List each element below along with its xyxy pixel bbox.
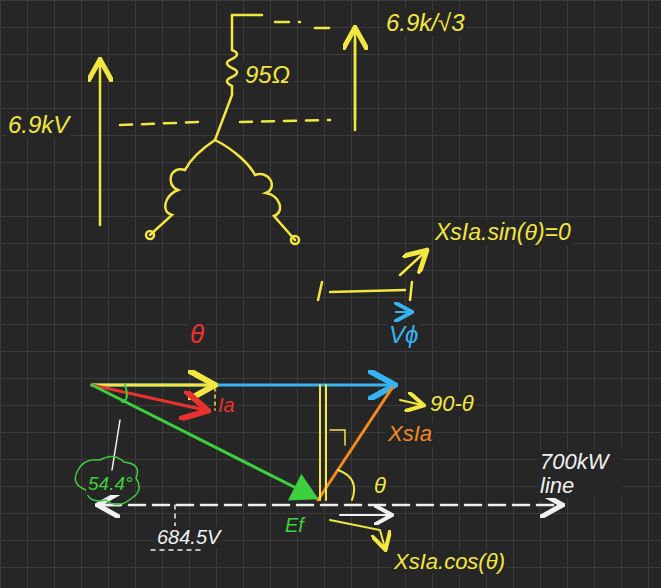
dimension-label: 684.5V [155, 526, 222, 548]
xs-ia-phasor [318, 388, 392, 500]
angle-mark [330, 430, 345, 445]
circuit [100, 15, 425, 300]
wire [232, 14, 262, 17]
inductor-symbol [215, 140, 295, 240]
angle-label: θ [372, 474, 388, 498]
projection-line [320, 385, 326, 500]
leader-line [400, 252, 425, 275]
phasor-label: Ia [216, 394, 237, 416]
dashed-line [120, 120, 330, 125]
phasor-diagram [75, 385, 560, 550]
resistor-symbol [215, 50, 237, 140]
cloud-outline [75, 456, 139, 504]
bracket [318, 282, 412, 300]
angle-label: θ [188, 320, 206, 349]
phasor-label: XsIa [386, 422, 434, 446]
angle-label: 54.4° [86, 474, 135, 495]
voltage-arrow [354, 40, 357, 130]
voltage-arrow [99, 62, 102, 225]
phase-voltage-label: 6.9k/√3 [384, 10, 467, 36]
dashed-line [275, 22, 335, 28]
resistance-label: 95Ω [243, 62, 292, 88]
v-phase-phasor [92, 384, 212, 387]
small-arrow [395, 311, 410, 313]
angle-arc [122, 385, 127, 402]
equation-label: XsIa.cos(θ) [392, 550, 507, 574]
angle-arc [338, 470, 354, 500]
small-arrow [340, 514, 390, 516]
terminal [291, 236, 299, 244]
power-label: 700kW line [538, 450, 622, 498]
wire [231, 15, 234, 50]
leader-line [330, 520, 385, 548]
terminal [146, 231, 154, 239]
equation-label: XsIa.sin(θ)=0 [433, 220, 573, 245]
line-axis [105, 504, 560, 507]
voltage-label: 6.9kV [6, 112, 71, 138]
current-phasor [92, 385, 205, 410]
phasor-label: Ef [283, 514, 306, 536]
v-phase-phasor [92, 384, 392, 387]
leader-line [400, 400, 422, 405]
leader-line [112, 420, 120, 470]
inductor-symbol [150, 140, 215, 235]
phasor-label: Vϕ [387, 322, 420, 348]
angle-label: 90-θ [428, 392, 476, 416]
